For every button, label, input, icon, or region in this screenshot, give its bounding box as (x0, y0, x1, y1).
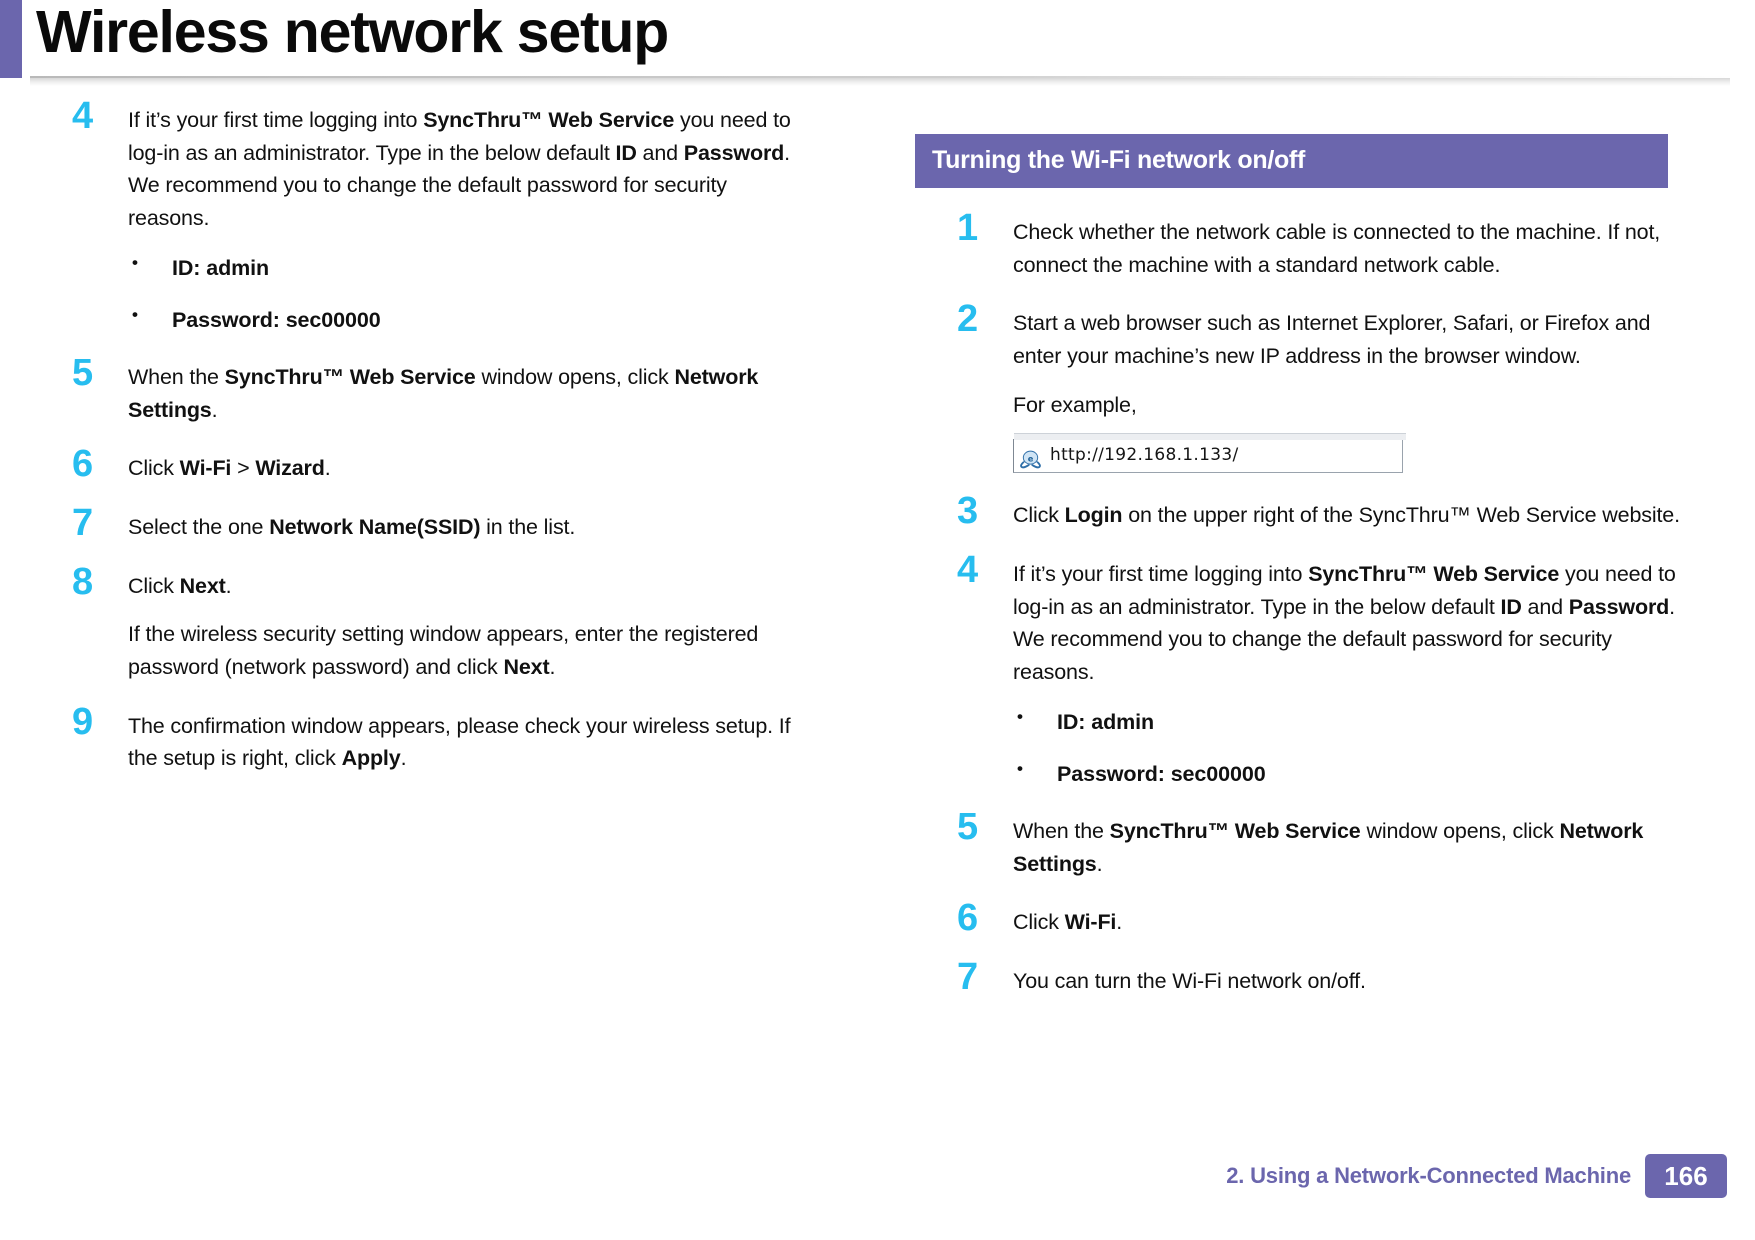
step-body: If it’s your first time logging into Syn… (1013, 558, 1685, 789)
step-item: 2 Start a web browser such as Internet Ex… (915, 300, 1685, 474)
step-item: 3 Click Login on the upper right of the S… (915, 492, 1685, 532)
step-item: 5 When the SyncThru™ Web Service window o… (30, 354, 800, 426)
step-number: 9 (72, 700, 94, 743)
step-paragraph: If it’s your first time logging into Syn… (128, 108, 791, 231)
step-number: 1 (957, 207, 979, 249)
step-paragraph: When the SyncThru™ Web Service window op… (1013, 818, 1644, 876)
step-item: 6 Click Wi-Fi. (915, 899, 1685, 939)
step-item: 1 Check whether the network cable is conn… (915, 209, 1685, 281)
step-body: When the SyncThru™ Web Service window op… (128, 361, 800, 426)
step-paragraph: Click Wi-Fi > Wizard. (128, 456, 331, 481)
step-item: 8 Click Next. If the wireless security set… (30, 563, 800, 684)
step-paragraph: The confirmation window appears, please … (128, 713, 791, 771)
svg-text:e: e (1028, 453, 1034, 463)
step-body: Click Login on the upper right of the Sy… (1013, 499, 1685, 532)
left-column: 4 If it’s your first time logging into Sy… (30, 97, 800, 801)
step-body: Click Wi-Fi > Wizard. (128, 452, 800, 485)
step-number: 4 (957, 549, 979, 592)
step-paragraph: If the wireless security setting window … (128, 622, 759, 679)
step-body: When the SyncThru™ Web Service window op… (1013, 815, 1685, 880)
address-bar-top-edge (1014, 433, 1406, 441)
step-body: Select the one Network Name(SSID) in the… (128, 511, 800, 544)
browser-address-bar-figure: e http://192.168.1.133/ (1013, 433, 1685, 474)
step-paragraph: Click Wi-Fi. (1013, 910, 1123, 935)
address-bar[interactable]: e http://192.168.1.133/ (1013, 433, 1406, 474)
step-paragraph: If it’s your first time logging into Syn… (1013, 562, 1676, 685)
step-paragraph: For example, (1013, 392, 1137, 417)
content-columns: 4 If it’s your first time logging into Sy… (0, 97, 1755, 1124)
step-body: The confirmation window appears, please … (128, 710, 800, 775)
step-number: 3 (957, 490, 979, 533)
step-paragraph: Click Login on the upper right of the Sy… (1013, 503, 1680, 528)
step-paragraph: When the SyncThru™ Web Service window op… (128, 364, 759, 422)
step-body: Click Wi-Fi. (1013, 906, 1685, 939)
step-body: If it’s your first time logging into Syn… (128, 104, 800, 335)
step-number: 7 (957, 955, 979, 998)
footer-page-number: 166 (1645, 1154, 1727, 1198)
footer-inner: 2. Using a Network-Connected Machine 166 (1226, 1154, 1727, 1198)
step-number: 6 (72, 443, 94, 486)
internet-explorer-icon: e (1020, 446, 1041, 469)
step-item: 5 When the SyncThru™ Web Service window o… (915, 808, 1685, 880)
step-number: 4 (72, 95, 94, 137)
step-paragraph: Select the one Network Name(SSID) in the… (128, 514, 576, 539)
step-item: 4 If it’s your first time logging into Sy… (915, 551, 1685, 789)
step-body: Start a web browser such as Internet Exp… (1013, 307, 1685, 474)
title-accent-bar (0, 0, 22, 78)
step-paragraph: Start a web browser such as Internet Exp… (1013, 311, 1651, 369)
list-item: Password: sec00000 (128, 303, 800, 335)
right-column: Turning the Wi-Fi network on/off 1 Check … (915, 104, 1685, 1024)
step-item: 9 The confirmation window appears, please… (30, 703, 800, 775)
list-item: ID: admin (128, 251, 800, 283)
step-body: You can turn the Wi-Fi network on/off. (1013, 965, 1685, 998)
step-item: 4 If it’s your first time logging into Sy… (30, 97, 800, 335)
step-paragraph: You can turn the Wi-Fi network on/off. (1013, 968, 1366, 993)
section-heading-turning-wifi: Turning the Wi-Fi network on/off (915, 134, 1668, 188)
step-bullet-list: ID: adminPassword: sec00000 (128, 251, 800, 335)
step-body: Check whether the network cable is conne… (1013, 216, 1685, 281)
step-item: 6 Click Wi-Fi > Wizard. (30, 445, 800, 485)
step-number: 2 (957, 298, 979, 341)
step-item: 7 You can turn the Wi-Fi network on/off. (915, 958, 1685, 998)
page-header: Wireless network setup (0, 0, 1755, 92)
footer-chapter-label: 2. Using a Network-Connected Machine (1226, 1163, 1631, 1188)
step-number: 5 (72, 351, 94, 394)
step-number: 7 (72, 501, 94, 544)
step-item: 7 Select the one Network Name(SSID) in th… (30, 504, 800, 544)
list-item: Password: sec00000 (1013, 757, 1685, 789)
page-footer: 2. Using a Network-Connected Machine 166 (0, 1150, 1755, 1198)
step-bullet-list: ID: adminPassword: sec00000 (1013, 705, 1685, 789)
step-number: 5 (957, 805, 979, 848)
step-paragraph: Check whether the network cable is conne… (1013, 220, 1661, 277)
step-body: Click Next. If the wireless security sett… (128, 570, 800, 684)
step-number: 6 (957, 897, 979, 940)
step-number: 8 (72, 560, 94, 603)
right-steps-list: 1 Check whether the network cable is conn… (915, 209, 1685, 998)
page-title: Wireless network setup (36, 0, 669, 65)
address-bar-url-text: http://192.168.1.133/ (1050, 445, 1239, 466)
title-divider-rule (30, 76, 1730, 86)
step-paragraph: Click Next. (128, 573, 232, 598)
left-steps-list: 4 If it’s your first time logging into Sy… (30, 97, 800, 775)
list-item: ID: admin (1013, 705, 1685, 737)
